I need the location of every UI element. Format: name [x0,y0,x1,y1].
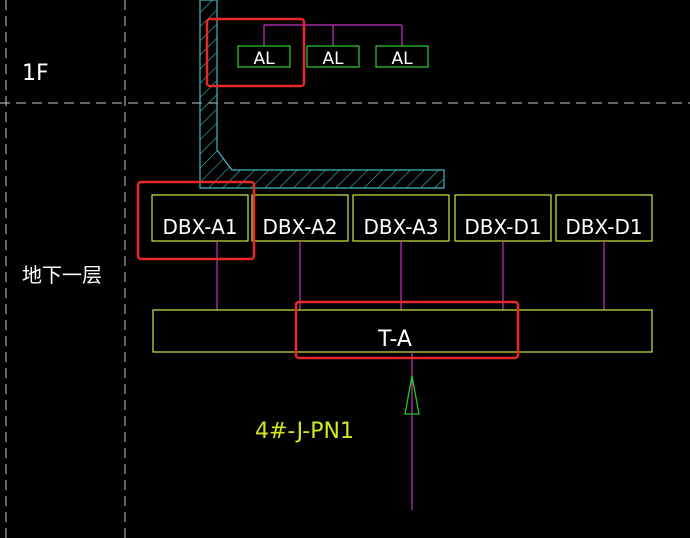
al-box-3[interactable]: AL [375,45,429,69]
floor-label-basement: 地下一层 [22,263,102,287]
dbx-box-label: DBX-D1 [464,215,541,239]
al-box-label: AL [253,49,275,69]
dbx-box-2[interactable]: DBX-A2 [251,194,349,242]
dbx-box-label: DBX-D1 [565,215,642,239]
incoming-arrow-icon [404,375,420,415]
highlight-al [205,17,306,88]
dbx-box-4[interactable]: DBX-D1 [454,194,552,242]
transformer-label: T-A [377,327,412,352]
incoming-feeder [404,352,420,510]
wall-section [199,0,445,189]
dbx-box-5[interactable]: DBX-D1 [555,194,653,242]
al-box-1[interactable]: AL [237,45,291,69]
al-box-label: AL [391,49,413,69]
dbx-box-label: DBX-A3 [363,215,438,239]
dbx-box-label: DBX-A2 [262,215,337,239]
dbx-feeder-lines [216,241,605,310]
dbx-box-label: DBX-A1 [162,215,237,239]
al-box-label: AL [322,49,344,69]
floor-label-1f: 1F [22,61,49,86]
highlight-boxes [136,17,520,360]
highlight-dbx-a1 [136,180,256,261]
al-feeder-lines [263,24,403,46]
dbx-box-3[interactable]: DBX-A3 [352,194,450,242]
al-box-2[interactable]: AL [306,45,360,69]
highlight-transformer [294,300,520,360]
dbx-box-1[interactable]: DBX-A1 [151,194,249,242]
transformer-busbar[interactable]: T-A [152,309,653,353]
feeder-label: 4#-J-PN1 [255,419,354,444]
